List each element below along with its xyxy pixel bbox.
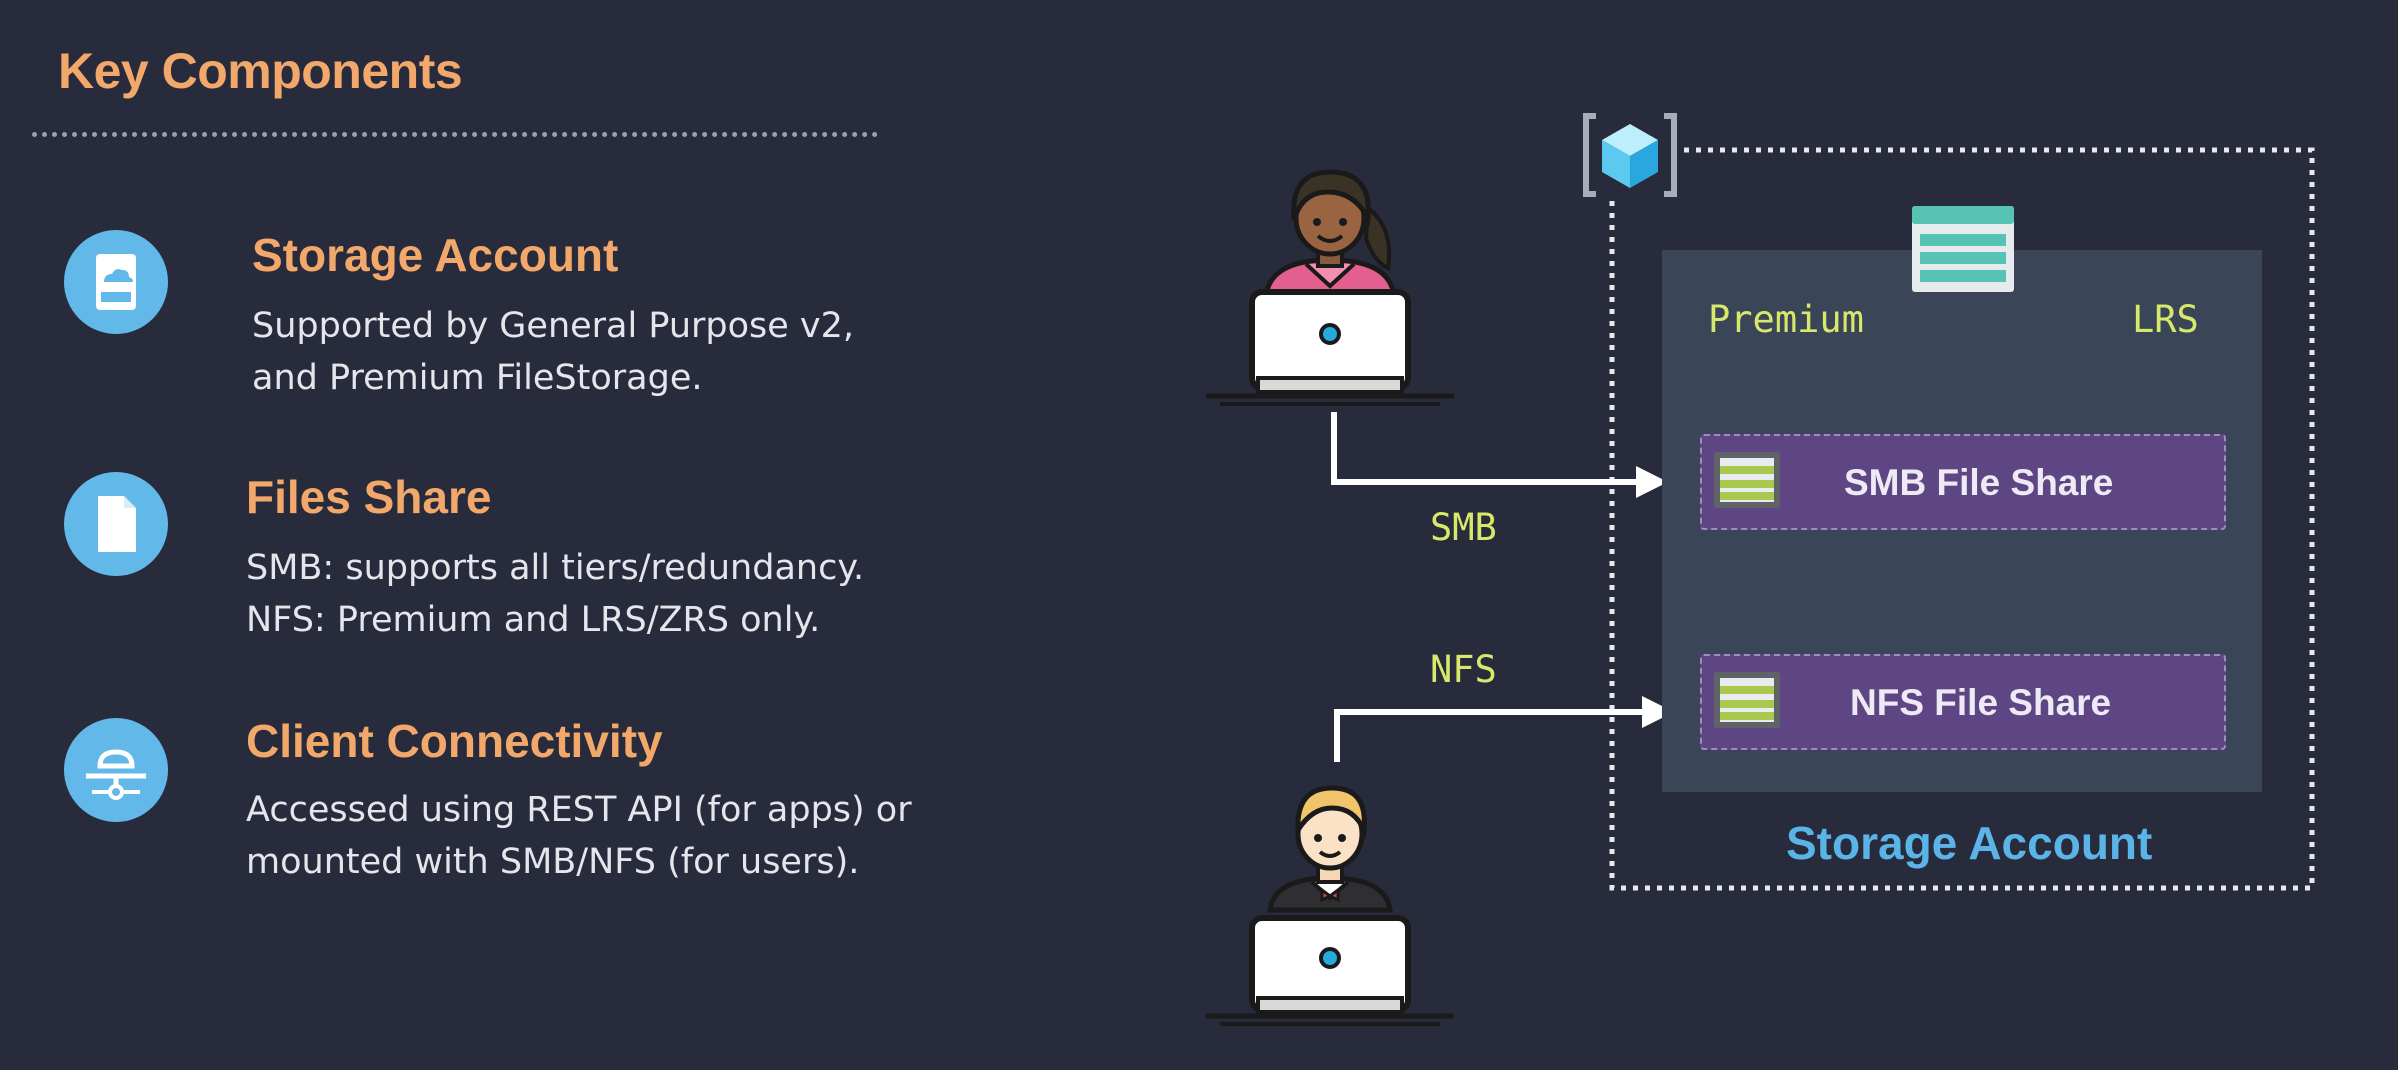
page-title: Key Components — [58, 43, 463, 99]
component-desc-line: SMB: supports all tiers/redundancy. — [246, 548, 865, 588]
storage-account-logo-icon — [1583, 113, 1677, 198]
component-title-client-connectivity: Client Connectivity — [246, 715, 663, 767]
female-user-icon — [1206, 169, 1454, 406]
component-desc-line: mounted with SMB/NFS (for users). — [246, 842, 860, 882]
table-storage-icon — [1912, 206, 2014, 292]
component-desc-line: and Premium FileStorage. — [252, 358, 703, 398]
component-desc-line: NFS: Premium and LRS/ZRS only. — [246, 600, 821, 640]
storage-account-label: Storage Account — [1786, 817, 2153, 869]
smb-file-share[interactable] — [1700, 434, 2226, 530]
network-icon — [64, 718, 168, 822]
tier-label: Premium — [1708, 298, 1864, 341]
component-title-files-share: Files Share — [246, 471, 492, 523]
nfs-file-share[interactable] — [1700, 654, 2226, 750]
component-desc-line: Supported by General Purpose v2, — [252, 306, 855, 346]
nfs-share-label: NFS File Share — [1850, 682, 2112, 723]
file-share-icon — [1714, 672, 1780, 728]
redundancy-label: LRS — [2132, 298, 2199, 341]
component-title-storage-account: Storage Account — [252, 229, 619, 281]
file-share-icon — [1714, 452, 1780, 508]
title-divider — [32, 132, 878, 137]
smb-share-label: SMB File Share — [1844, 462, 2114, 503]
male-user-icon — [1206, 785, 1454, 1026]
file-icon — [64, 472, 168, 576]
component-desc-line: Accessed using REST API (for apps) or — [246, 790, 912, 830]
nfs-protocol-label: NFS — [1430, 648, 1497, 691]
smb-protocol-label: SMB — [1430, 506, 1497, 549]
storage-account-icon — [64, 230, 168, 334]
